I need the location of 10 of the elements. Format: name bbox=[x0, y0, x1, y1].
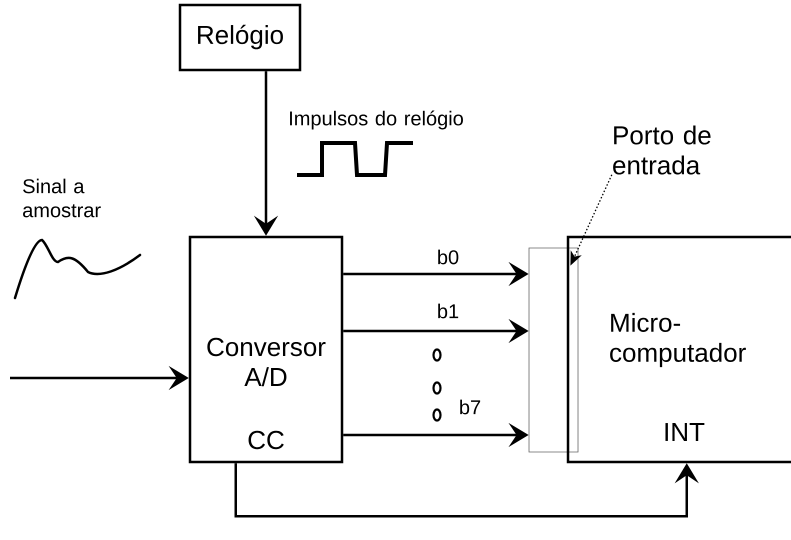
edge-label: b0 bbox=[436, 248, 460, 266]
edge-label: b1 bbox=[436, 302, 460, 320]
callout-text: Porto de entrada bbox=[613, 125, 711, 175]
text-label: Sinal a amostrar bbox=[23, 178, 101, 218]
clock-box: Relógio bbox=[178, 4, 302, 72]
computer-box: Micro- computador INT bbox=[566, 236, 791, 464]
text-label: Impulsos do relógio bbox=[290, 110, 463, 130]
edge-label: b7 bbox=[458, 398, 482, 416]
converter-box: Conversor A/D CC bbox=[188, 236, 344, 464]
port-bar bbox=[528, 248, 578, 452]
